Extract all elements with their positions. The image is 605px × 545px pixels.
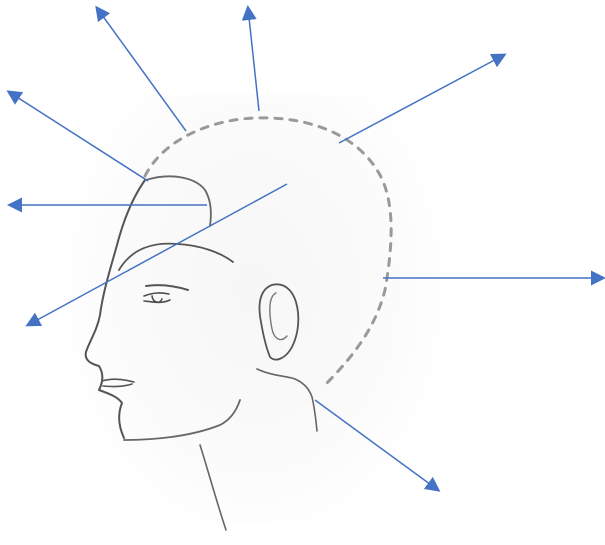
jaw-line	[124, 400, 240, 440]
arrow-lower-right	[315, 400, 438, 490]
nape-line	[257, 369, 317, 431]
arrow-top	[248, 8, 259, 111]
ear-inner-line	[270, 293, 287, 340]
face-profile-line	[86, 180, 145, 438]
mouth-shape	[102, 379, 134, 386]
eyebrow	[146, 285, 188, 290]
neck-line	[200, 445, 226, 530]
ear-outline	[259, 284, 298, 359]
hair-cap-line	[146, 176, 211, 226]
hairline-dashed-outline	[145, 118, 391, 388]
arrow-upper-right	[339, 55, 504, 143]
eye-shape	[144, 293, 170, 302]
arrow-left-upper	[9, 92, 148, 181]
arrow-top-left	[97, 8, 186, 131]
arrow-group	[9, 8, 603, 490]
